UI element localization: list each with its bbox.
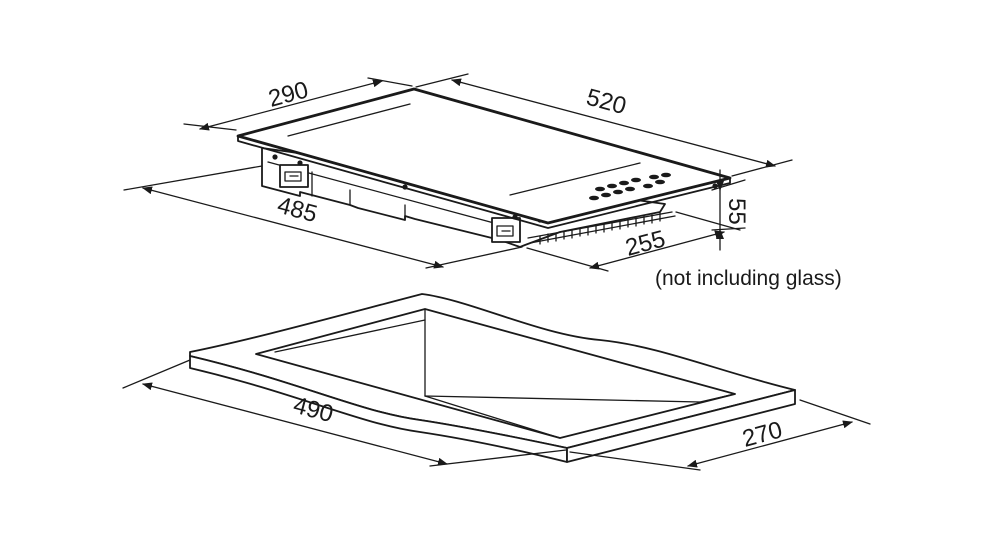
countertop-cutout-illustration: 490 270 [122, 293, 871, 471]
dimension-520-label: 520 [583, 84, 629, 120]
dimension-55: 55 [711, 169, 750, 251]
vent-fins [539, 212, 661, 245]
mounting-bracket-left [279, 164, 309, 188]
cutout-hole [255, 308, 736, 439]
touch-controls [589, 172, 671, 201]
cooktop-illustration: 290 520 485 255 [123, 73, 842, 290]
mounting-bracket-right [491, 217, 521, 243]
dimension-485-label: 485 [274, 192, 320, 228]
dimension-290-label: 290 [266, 76, 312, 112]
dimension-255-label: 255 [623, 225, 669, 261]
dimension-270-label: 270 [740, 416, 786, 452]
dimension-55-label: 55 [723, 198, 750, 225]
not-including-glass-note: (not including glass) [655, 267, 842, 290]
